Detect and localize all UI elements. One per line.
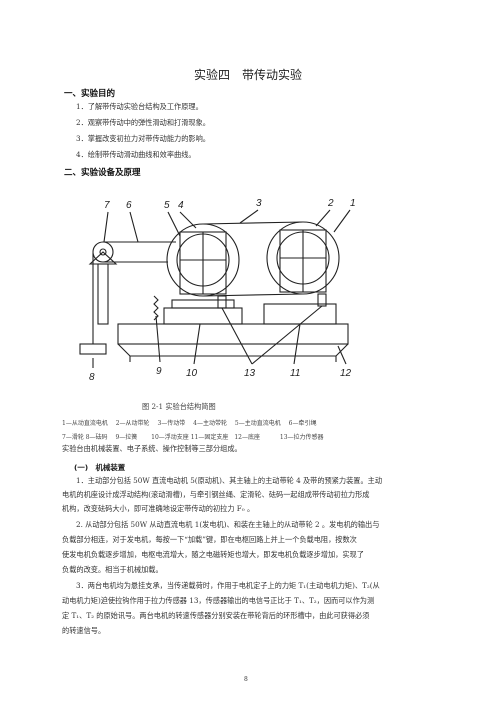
paragraph-line: 机构，改变砝码大小，即可准确地设定带传动的初拉力 F₀ 。	[62, 504, 255, 513]
figure-label: 3	[256, 198, 262, 209]
paragraph-line: 负载的改变。相当于机械加载。	[62, 565, 163, 574]
figure-legend-line: 7—滑轮 8—砝码 9—拉簧 10—浮动支座 11—固定支座 12—底座 13—…	[62, 434, 324, 441]
paragraph-line: 的转速信号。	[62, 626, 106, 635]
paragraph-line: 1．主动部分包括 50W 直流电动机 5(原动机)、其主轴上的主动带轮 4 及带…	[76, 476, 383, 485]
page-number: 8	[244, 676, 248, 683]
figure-label: 5	[164, 200, 170, 211]
section-heading-objectives: 一、实验目的	[64, 89, 116, 99]
figure-label: 11	[290, 368, 300, 379]
figure-label: 13	[244, 368, 256, 379]
figure-label: 9	[156, 366, 162, 377]
figure-legend-line: 1—从动直流电机 2—从动带轮 3—传动带 4—主动带轮 5—主动直流电机 6—…	[62, 420, 317, 427]
figure-label: 10	[186, 368, 198, 379]
section-heading-equipment: 二、实验设备及原理	[64, 168, 141, 178]
figure-label: 8	[89, 372, 95, 383]
paragraph-line: 使发电机负载逐步增加，电枢电流增大，随之电磁转矩也增大，即发电机负载逐步增加，实…	[62, 550, 364, 559]
paragraph-line: 负载部分相连，对于发电机，每按一下“加载”键，即在电枢回路上并上一个负载电阻，按…	[62, 535, 357, 544]
objective-item: 2．观察带传动中的弹性滑动和打滑现象。	[76, 118, 210, 127]
figure-label: 12	[340, 368, 352, 379]
paragraph-line: 2. 从动部分包括 50W 从动直流电机 1(发电机)、和装在主轴上的从动带轮 …	[76, 520, 380, 529]
paragraph-line: 电机的机座设计成浮动结构(滚动滑槽)，与牵引钢丝绳、定滑轮、砝码一起组成带传动初…	[62, 490, 370, 499]
paragraph-line: 定 T₁、T₂ 的原始讯号。两台电机的转速传感器分别安装在带轮背后的环形槽中，由…	[62, 611, 370, 620]
figure-caption: 图 2-1 实验台结构简图	[142, 402, 216, 411]
figure-label: 6	[126, 200, 132, 211]
figure-label: 7	[104, 200, 110, 211]
figure-label: 1	[350, 198, 356, 209]
intro-paragraph: 实验台由机械装置、电子系统、操作控制等三部分组成。	[62, 444, 242, 453]
test-bench-diagram: 7 6 5 4 3 2 1 8 9 10 13 11 12	[79, 198, 356, 383]
paragraph-line: 动电机力矩)迫使拉钩作用于拉力传感器 13，传感器输出的电信号正比于 T₁、T₂…	[62, 596, 375, 605]
objective-item: 4．绘制带传动滑动曲线和效率曲线。	[76, 150, 196, 159]
subsection-heading-mechanical: (一) 机械装置	[74, 463, 126, 472]
objective-item: 1．了解带传动实验台结构及工作原理。	[76, 102, 203, 111]
objective-item: 3．掌握改变初拉力对带传动能力的影响。	[76, 134, 210, 143]
figure-label: 4	[178, 200, 184, 211]
paragraph-line: 3．两台电机均为悬挂支承，当传递载荷时，作用于电机定子上的力矩 T₁(主动电机力…	[76, 581, 380, 590]
figure-label: 2	[327, 198, 334, 209]
page-title: 实验四 带传动实验	[193, 68, 302, 82]
